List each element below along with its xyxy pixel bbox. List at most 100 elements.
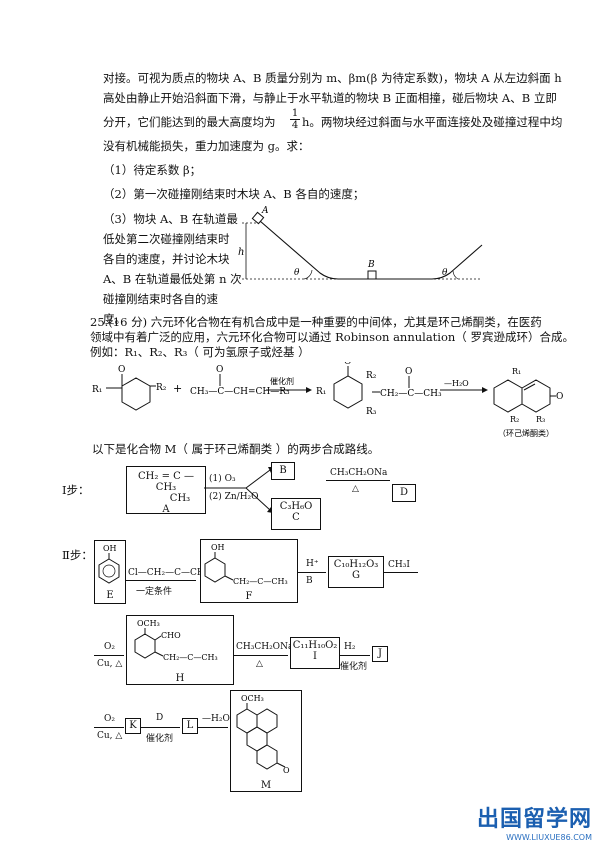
compound-F-box: OH CH₂—C—CH₃ F <box>200 539 298 603</box>
q24-sub3-5: 碰撞刚结束时各自的速 <box>103 292 218 306</box>
q24-sub2: （2）第一次碰撞刚结束时木块 A、B 各自的速度； <box>103 187 365 201</box>
svg-text:R₂: R₂ <box>510 415 519 424</box>
svg-text:O: O <box>405 367 412 377</box>
acid-cond: H⁺ <box>306 559 319 569</box>
q25-intro-2: 领域中有着广泛的应用，六元环化合物可以通过 Robinson annulatio… <box>90 330 574 344</box>
svg-text:O: O <box>556 392 563 402</box>
q24-sub3-1: （3）物块 A、B 在轨道最 <box>103 212 238 226</box>
watermark-title: 出国留学网 <box>476 807 592 832</box>
q24-line-3b: h。两物块经过斜面与水平面连接处及碰撞过程中均 <box>302 115 563 129</box>
C-label: C <box>292 512 300 523</box>
compound-C-box: C₃H₆O C <box>271 498 321 530</box>
step1-reagent: CH₃CH₂ONa <box>330 468 388 478</box>
arrow-L-to-M <box>198 727 228 728</box>
arrow-K-to-L <box>140 727 180 728</box>
svg-text:OH: OH <box>211 543 225 552</box>
arrow-I-to-J <box>340 655 370 656</box>
robinson-scheme: O R₁ R₂ + CH₃—C—CH=CH—R₃ O 催化剂 R₁ O R₂ C… <box>92 362 563 438</box>
dehydration-cond: —H₂O <box>202 714 230 724</box>
copper-cond-1: Cu, △ <box>97 659 123 669</box>
chloroacetone-reagent: Cl—CH₂—C—CH₃ <box>128 568 209 578</box>
step2-cond1: 一定条件 <box>136 587 173 597</box>
catalyst-cond: 催化剂 <box>340 662 368 672</box>
compound-E-box: OH E <box>94 540 126 604</box>
svg-text:R₁: R₁ <box>316 387 326 397</box>
E-label: E <box>106 590 114 601</box>
track-figure: h A B θ θ <box>238 206 483 280</box>
svg-text:CH₂—C—CH₃: CH₂—C—CH₃ <box>163 653 218 662</box>
C-formula: C₃H₆O <box>279 501 313 512</box>
compound-L-box: L <box>182 718 198 734</box>
H-structure: OCH₃ CHO CH₂—C—CH₃ <box>134 619 218 662</box>
hydrogen-cond: H₂ <box>344 642 356 652</box>
oxygen-cond-1: O₂ <box>104 642 115 652</box>
q24-sub3-2: 低处第二次碰撞刚结束时 <box>103 232 230 246</box>
q24-line-3: 分开，它们能达到的最大高度均为 <box>103 115 276 129</box>
compound-D-box: D <box>392 484 416 502</box>
q24-sub3-3: 各自的速度，并讨论木块 <box>103 252 230 266</box>
svg-text:OH: OH <box>103 544 117 553</box>
block-b <box>367 270 377 280</box>
compound-A-box: CH₂ = C — CH₃ CH₃ A <box>126 466 206 515</box>
plus-sign: + <box>173 382 182 395</box>
label-h: h <box>238 247 244 258</box>
fraction-denominator: 4 <box>290 119 300 131</box>
chain-label: CH₂—C—CH₃ <box>380 389 442 399</box>
r1-label: R₁ <box>92 385 102 395</box>
svg-text:O: O <box>344 362 351 367</box>
compound-H-box: OCH₃ CHO CH₂—C—CH₃ H <box>126 615 234 685</box>
watermark-url: WWW.LIUXUE86.COM <box>506 833 592 842</box>
product-class-label: （环己烯酮类） <box>498 428 554 438</box>
A-label: A <box>162 504 170 515</box>
catalyst-cond-2: 催化剂 <box>146 734 174 744</box>
reagent-B: B <box>306 576 313 586</box>
compound-J-box: J <box>372 646 388 662</box>
svg-text:R₃: R₃ <box>536 415 545 424</box>
step1-split-arrows <box>204 467 274 513</box>
ozonolysis-cond1: (1) O₃ <box>209 474 236 484</box>
svg-text:R₃: R₃ <box>366 407 377 417</box>
q24-sub3-6: 度。 <box>103 312 126 326</box>
phenol-structure: OH <box>98 544 120 584</box>
svg-text:R₁: R₁ <box>512 367 521 376</box>
arrow-C-to-D <box>326 480 390 481</box>
cyclohexanone-ring: O <box>118 365 156 411</box>
svg-text:OCH₃: OCH₃ <box>137 619 160 628</box>
F-label: F <box>245 591 253 602</box>
H-label: H <box>175 673 185 684</box>
compound-K-box: K <box>125 718 141 734</box>
I-label: I <box>313 651 317 662</box>
catalyst-label: 催化剂 <box>270 376 294 386</box>
svg-text:O: O <box>118 365 125 375</box>
q25-intro-1: 25.(16 分) 六元环化合物在有机合成中是一种重要的中间体，尤其是环己烯酮类… <box>90 315 542 329</box>
A-methyl: CH₃ <box>169 493 191 504</box>
heat-2: △ <box>256 659 263 669</box>
arrow-G-onward <box>384 572 418 573</box>
M-structure: OCH₃ O <box>236 694 290 775</box>
q24-line-4: 没有机械能损失，重力加速度为 g。求： <box>103 139 310 153</box>
compound-G-box: C₁₀H₁₂O₃ G <box>328 556 384 588</box>
site-watermark: 出国留学网 WWW.LIUXUE86.COM <box>477 801 592 842</box>
route-intro: 以下是化合物 M（ 属于环己烯酮类 ）的两步合成路线。 <box>92 442 380 456</box>
minus-water-label: —H₂O <box>444 379 469 388</box>
svg-text:OCH₃: OCH₃ <box>241 694 264 703</box>
q24-sub3-4: A、B 在轨道最低处第 n 次 <box>103 272 242 286</box>
q24-line-1: 对接。可视为质点的物块 A、B 质量分别为 m、βm(β 为待定系数)，物块 A… <box>103 71 562 85</box>
block-a <box>251 211 265 225</box>
step2-reagent2: CH₃CH₂ONa <box>236 642 294 652</box>
copper-cond-2: Cu, △ <box>97 731 123 741</box>
compound-I-box: C₁₁H₁₀O₂ I <box>290 637 340 669</box>
q24-sub1: （1）待定系数 β； <box>103 163 202 177</box>
arrow-F-to-G <box>298 572 326 573</box>
A-formula: CH₂ = C — CH₃ <box>138 471 194 493</box>
svg-text:R₂: R₂ <box>366 371 377 381</box>
label-theta-right: θ <box>442 268 448 278</box>
label-a: A <box>261 206 269 216</box>
arrow-E-to-F <box>126 580 196 581</box>
compound-M-box: OCH₃ O M <box>230 690 302 792</box>
svg-text:CH₂—C—CH₃: CH₂—C—CH₃ <box>233 577 288 586</box>
bicyclic-product: O <box>493 379 563 413</box>
M-label: M <box>260 780 272 791</box>
oxygen-cond-2: O₂ <box>104 714 115 724</box>
enone-formula: CH₃—C—CH=CH—R₃ <box>190 387 290 397</box>
